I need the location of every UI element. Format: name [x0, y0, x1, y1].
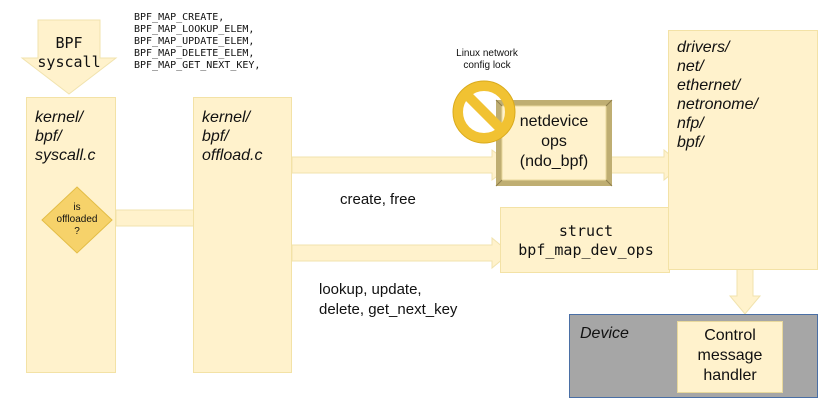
- handler-line: message: [697, 347, 763, 364]
- bpf-syscall-arrow: [20, 19, 118, 95]
- syscall-command: BPF_MAP_DELETE_ELEM,: [134, 48, 255, 59]
- path-segment: netronome/: [677, 96, 758, 113]
- syscall-command: BPF_MAP_CREATE,: [134, 12, 225, 23]
- netdevice-ops-box: [501, 105, 607, 181]
- path-segment: kernel/: [35, 109, 84, 126]
- path-segment: kernel/: [202, 109, 251, 126]
- netdevice-ops-label: netdevice ops (ndo_bpf): [502, 112, 606, 172]
- bpf-syscall-label: BPF syscall: [30, 34, 108, 72]
- handler-line: handler: [703, 367, 757, 384]
- offloaded-decision-diamond: [41, 186, 113, 254]
- path-segment: bpf/: [35, 128, 62, 145]
- struct-line2: bpf_map_dev_ops: [518, 241, 654, 259]
- kernel-syscall-path: kernel/ bpf/ syscall.c: [35, 108, 95, 165]
- control-message-handler-box: Control message handler: [677, 321, 783, 393]
- path-segment: offload.c: [202, 147, 263, 164]
- kernel-offload-box: kernel/ bpf/ offload.c: [193, 97, 292, 373]
- lock-line: config lock: [463, 60, 511, 71]
- no-entry-icon: [452, 80, 516, 144]
- struct-map-dev-ops-box: struct bpf_map_dev_ops: [500, 207, 670, 273]
- handler-line: Control: [704, 327, 756, 344]
- ndo-line: ops: [541, 133, 567, 150]
- kernel-syscall-box: kernel/ bpf/ syscall.c: [26, 97, 116, 373]
- driver-path: drivers/ net/ ethernet/ netronome/ nfp/ …: [677, 38, 758, 152]
- driver-box: drivers/ net/ ethernet/ netronome/ nfp/ …: [668, 30, 818, 270]
- syscall-command-list: BPF_MAP_CREATE, BPF_MAP_LOOKUP_ELEM, BPF…: [134, 12, 260, 72]
- lock-line: Linux network: [456, 48, 518, 59]
- path-segment: bpf/: [677, 134, 704, 151]
- path-segment: ethernet/: [677, 77, 741, 94]
- create-free-label: create, free: [340, 191, 416, 208]
- syscall-command: BPF_MAP_UPDATE_ELEM,: [134, 36, 255, 47]
- syscall-command: BPF_MAP_GET_NEXT_KEY,: [134, 60, 261, 71]
- bpf-syscall-line1: BPF: [55, 34, 83, 52]
- path-segment: bpf/: [202, 128, 229, 145]
- device-label: Device: [580, 325, 629, 342]
- lock-label: Linux network config lock: [437, 48, 537, 72]
- decision-label: is offloaded ?: [50, 202, 104, 238]
- struct-label: struct bpf_map_dev_ops: [501, 222, 671, 260]
- device-box: Device Control message handler: [569, 314, 818, 398]
- path-segment: syscall.c: [35, 147, 96, 164]
- path-segment: net/: [677, 58, 704, 75]
- lookup-label: lookup, update, delete, get_next_key: [319, 280, 457, 320]
- lookup-line2: delete, get_next_key: [319, 301, 458, 318]
- decision-line: offloaded: [56, 214, 98, 225]
- decision-line: ?: [74, 226, 80, 237]
- lookup-line1: lookup, update,: [319, 281, 422, 298]
- decision-line: is: [73, 202, 81, 213]
- bpf-syscall-line2: syscall: [37, 53, 101, 71]
- syscall-command: BPF_MAP_LOOKUP_ELEM,: [134, 24, 255, 35]
- struct-line1: struct: [558, 222, 614, 240]
- ndo-line: netdevice: [519, 113, 589, 130]
- path-segment: drivers/: [677, 39, 730, 56]
- ndo-line: (ndo_bpf): [519, 153, 589, 170]
- kernel-offload-path: kernel/ bpf/ offload.c: [202, 108, 262, 165]
- path-segment: nfp/: [677, 115, 704, 132]
